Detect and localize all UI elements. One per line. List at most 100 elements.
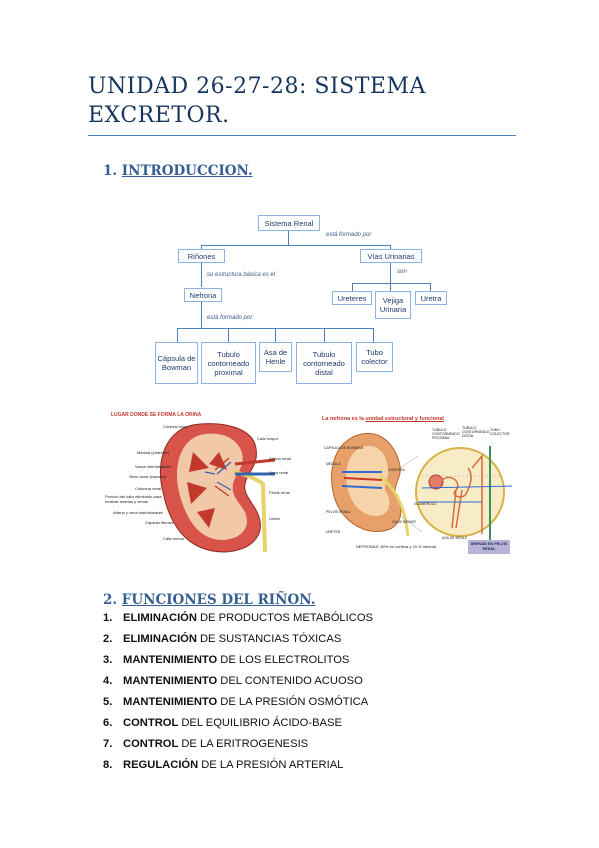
nephron-label: CÁLIZ MENOR (392, 520, 416, 524)
anatomy-label: Cápsula fibrosa (145, 520, 173, 525)
diagram-box-part-2: Tubulo contorneado proximal (201, 342, 256, 384)
connector (373, 328, 374, 342)
nephron-label: TUBULO CONTORNEADO DISTAL (462, 426, 490, 438)
item-keyword: CONTROL (123, 717, 179, 729)
figure-caption: La nefrona es la unidad estructural y fu… (322, 416, 444, 422)
diagram-box-part-5: Tubo colector (356, 342, 393, 372)
diagram-box-part-1: Cápsula de Bowman (155, 342, 198, 384)
connector (352, 283, 353, 291)
item-keyword: MANTENIMIENTO (123, 654, 218, 666)
connector (228, 328, 229, 342)
anatomy-label: Porción del cáliz eliminado para mostrar… (105, 494, 162, 504)
item-text: DEL EQUILIBRIO ÁCIDO-BASE (181, 717, 342, 729)
kidney-anatomy-figure: LUGAR DONDE SE FORMA LA ORINA Corteza re… (105, 412, 295, 560)
diagram-box-kidneys: Riñones (178, 249, 225, 263)
item-number: 6. (103, 717, 113, 729)
item-keyword: CONTROL (123, 738, 179, 750)
nephron-figure: La nefrona es la unidad estructural y fu… (322, 416, 512, 558)
anatomy-label: Corteza renal (163, 424, 188, 429)
nephron-label: GLOMERULO (414, 502, 437, 506)
connector (430, 283, 431, 291)
anatomy-label: Cáliz menor (163, 536, 185, 541)
item-number: 1. (103, 612, 113, 624)
diagram-box-nephron: Nefrona (184, 288, 222, 302)
page-title: UNIDAD 26-27-28: SISTEMA EXCRETOR. (88, 74, 426, 128)
anatomy-label: Uréter (269, 516, 281, 521)
anatomy-label: Arteria renal (269, 456, 291, 461)
diagram-link-nephron: está formado por (207, 315, 253, 321)
item-keyword: ELIMINACIÓN (123, 633, 197, 645)
item-number: 2. (103, 633, 113, 645)
anatomy-label: Columna renal (135, 486, 162, 491)
item-number: 8. (103, 759, 113, 771)
item-keyword: MANTENIMIENTO (123, 696, 218, 708)
anatomy-label: Vena renal (269, 470, 289, 475)
connector (201, 245, 391, 246)
section-heading-introduccion: 1. INTRODUCCION. (103, 163, 253, 179)
item-keyword: REGULACIÓN (123, 759, 199, 771)
anatomy-label: Arteria y vena interlobulares (113, 510, 163, 515)
connector (390, 245, 391, 249)
pelvis-badge: DRENAN EN PELVIS RENAL (468, 540, 510, 554)
section-heading-funciones: 2. FUNCIONES DEL RIÑON. (103, 592, 315, 608)
item-number: 7. (103, 738, 113, 750)
figure-footer: NEFRONAS: 80% en corteza y 20 % médula (356, 544, 436, 549)
connector (352, 283, 430, 284)
diagram-link-kidneys: su estructura básica es el (207, 272, 276, 278)
nephron-illustration (331, 432, 512, 540)
nephron-label: PELVIS RENAL (326, 510, 351, 514)
connector (201, 302, 202, 328)
connector (201, 263, 202, 287)
connector (275, 328, 276, 342)
section-title: FUNCIONES DEL RIÑON. (121, 592, 316, 608)
section-title: INTRODUCCION. (121, 163, 253, 179)
connector (390, 263, 391, 283)
item-text: DEL CONTENIDO ACUOSO (220, 675, 363, 687)
item-keyword: MANTENIMIENTO (123, 675, 218, 687)
diagram-box-urinary: Vías Urinarias (360, 249, 422, 263)
anatomy-label: Pelvis renal (269, 490, 290, 495)
nephron-label: ASA DE HENLE (442, 536, 468, 540)
diagram-box-part-3: Asa de Henle (259, 342, 292, 372)
title-rule (88, 135, 516, 136)
anatomy-label: Cáliz mayor (257, 436, 279, 441)
item-number: 5. (103, 696, 113, 708)
caption-prefix: La nefrona es la (322, 416, 366, 422)
nephron-label: CORTEZA (388, 468, 405, 472)
anatomy-label: Médula (pirámide) (137, 450, 170, 455)
nephron-label: MEDULA (326, 462, 341, 466)
item-number: 4. (103, 675, 113, 687)
anatomy-label: Seno renal (espacio) (129, 474, 166, 479)
item-text: DE LOS ELECTROLITOS (220, 654, 350, 666)
nephron-label: TUBULO CONTORNEADO PROXIMAL (432, 428, 460, 440)
diagram-box-root: Sistema Renal (258, 215, 320, 231)
item-text: DE LA PRESIÓN ARTERIAL (201, 759, 344, 771)
connector (201, 245, 202, 249)
diagram-link-urinary: son (397, 269, 407, 275)
kidney-illustration (159, 423, 276, 553)
diagram-box-ureters: Ureteres (332, 291, 372, 305)
section-number: 2. (103, 592, 118, 608)
diagram-link-root: está formado por (326, 232, 372, 238)
diagram-box-part-4: Tubulo contorneado distal (296, 342, 352, 384)
connector (177, 328, 178, 342)
item-text: DE SUSTANCIAS TÓXICAS (199, 633, 342, 645)
nephron-label: CAPSULA DE BOWMAN (324, 446, 364, 450)
item-text: DE LA ERITROGENESIS (181, 738, 309, 750)
caption-emphasis: unidad estructural y funcional (365, 416, 444, 422)
nephron-label: TUBO COLECTOR (490, 428, 510, 436)
item-number: 3. (103, 654, 113, 666)
item-text: DE PRODUCTOS METABÓLICOS (199, 612, 373, 624)
nephron-label: URETER (326, 530, 341, 534)
connector (324, 328, 325, 342)
figure-caption: LUGAR DONDE SE FORMA LA ORINA (111, 412, 202, 418)
connector (288, 231, 289, 245)
